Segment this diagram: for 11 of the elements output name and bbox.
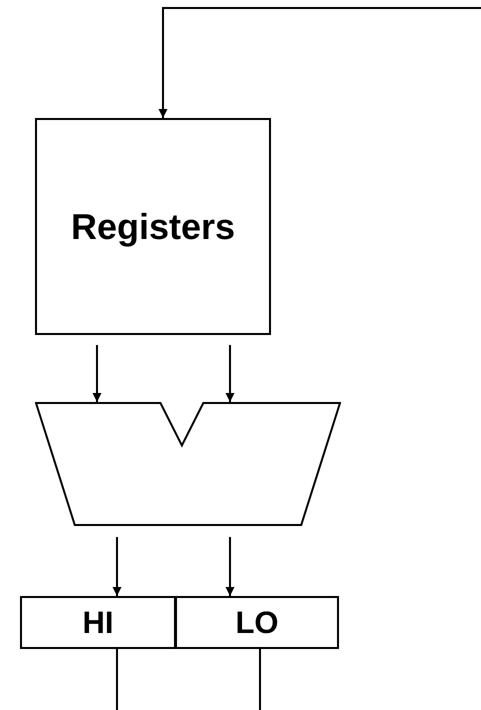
alu-trapezoid (35, 402, 341, 526)
arrow (92, 345, 102, 402)
arrow (226, 537, 234, 596)
register-box: HI (20, 596, 176, 649)
arrow (112, 537, 122, 596)
register-box: LO (175, 596, 339, 649)
arrow (158, 7, 481, 118)
connector-line (116, 649, 118, 710)
arrow (226, 345, 234, 402)
register-file-box: Registers (35, 118, 271, 335)
connector-line (259, 649, 261, 710)
